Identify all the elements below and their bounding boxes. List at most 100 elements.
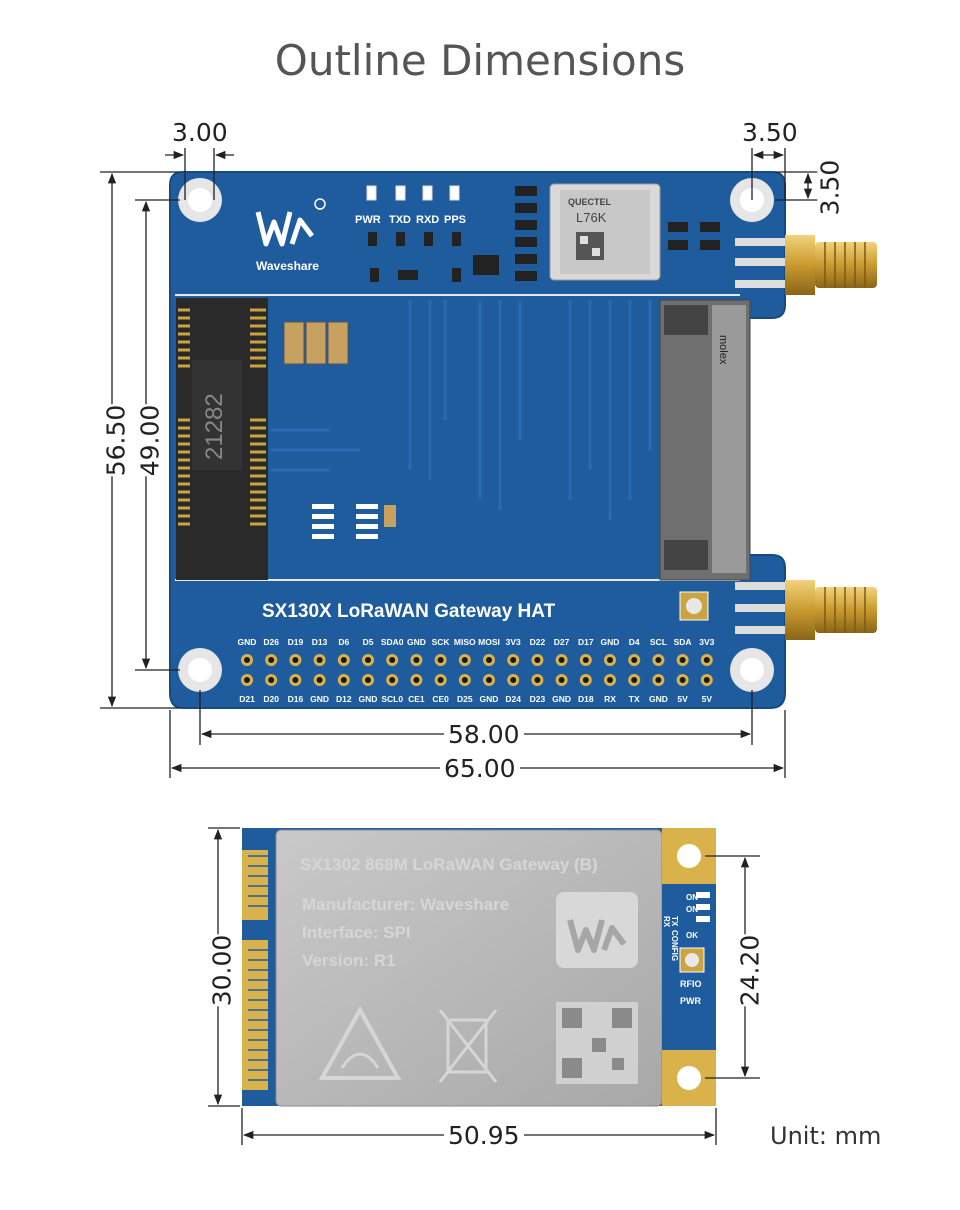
gpio-pin-hole	[389, 677, 396, 683]
gpio-label-top: D13	[312, 637, 328, 647]
gpio-pin-hole	[679, 677, 686, 683]
gpio-label-bottom: 5V	[702, 694, 713, 704]
latch-connector: molex	[659, 299, 751, 581]
gpio-pin-hole	[365, 677, 371, 683]
gpio-pin-hole	[655, 657, 662, 663]
dim-hole-offset-right: 3.50	[742, 118, 798, 147]
dim-hat-width-total: 65.00	[440, 756, 520, 781]
led-label-rxd: RXD	[416, 214, 439, 226]
unit-label: Unit: mm	[770, 1122, 882, 1150]
gpio-pin-hole	[437, 677, 444, 683]
gpio-label-top: MOSI	[478, 637, 500, 647]
gpio-pin-hole	[461, 657, 468, 663]
module-logo	[556, 892, 638, 968]
gpio-pin-hole	[437, 657, 444, 663]
gpio-pin-hole	[631, 677, 638, 683]
gpio-label-top: SDA	[674, 637, 692, 647]
waveshare-logo: Waveshare	[255, 198, 326, 273]
gpio-pin-hole	[510, 657, 517, 663]
status-leds: PWR TXD RXD PPS	[355, 185, 466, 226]
dim-hat-height-total: 56.50	[101, 404, 131, 477]
page-title: Outline Dimensions	[274, 36, 686, 85]
gpio-label-bottom: D12	[336, 694, 352, 704]
dim-hat-height-holes: 49.00	[135, 404, 165, 477]
module-side-labels: TX RX CONFIG ON ON OK RFIO PWR	[662, 892, 710, 1006]
logo-text: Waveshare	[256, 259, 319, 273]
gpio-pin-hole	[510, 677, 517, 683]
gpio-pin-hole	[340, 677, 347, 683]
module-mounting-hole	[677, 1066, 701, 1090]
dim-hole-offset-top: 3.50	[815, 159, 845, 216]
gpio-label-bottom: 5V	[677, 694, 688, 704]
gpio-label-top: D22	[530, 637, 546, 647]
mounting-hole	[178, 648, 222, 692]
gpio-label-top: SCK	[432, 637, 451, 647]
gpio-pin-hole	[655, 677, 662, 683]
gpio-label-bottom: RX	[604, 694, 616, 704]
gpio-label-top: GND	[601, 637, 620, 647]
module-manufacturer: Manufacturer: Waveshare	[302, 895, 509, 914]
gps-model: L76K	[576, 210, 607, 225]
label-ok: OK	[686, 931, 698, 940]
gpio-label-bottom: GND	[649, 694, 668, 704]
gpio-pin-hole	[244, 677, 250, 683]
lora-module: SX1302 868M LoRaWAN Gateway (B) Manufact…	[242, 828, 716, 1107]
led-label-pps: PPS	[444, 214, 466, 226]
gpio-label-top: D5	[363, 637, 374, 647]
label-rx: RX	[662, 916, 671, 928]
gpio-label-top: MISO	[454, 637, 476, 647]
gpio-label-bottom: SCL0	[381, 694, 403, 704]
label-rfio: RFIO	[680, 979, 702, 989]
hat-board: Waveshare PWR TXD RXD PPS	[169, 171, 877, 709]
esd-icon	[318, 1005, 402, 1080]
gpio-label-top: SCL	[650, 637, 667, 647]
weee-bin-icon	[438, 1009, 498, 1083]
gpio-pin-hole	[413, 677, 420, 683]
gpio-pin-hole	[679, 657, 686, 663]
gpio-label-top: D19	[288, 637, 304, 647]
gpio-header: GNDD21D26D20D19D16D13GNDD6D12D5GNDSDA0SC…	[238, 637, 715, 704]
gpio-label-bottom: TX	[629, 694, 640, 704]
module-mounting-hole	[677, 844, 701, 868]
label-pwr: PWR	[680, 996, 701, 1006]
mini-pcie-slot: 21282	[175, 294, 740, 581]
gpio-pin-hole	[365, 657, 371, 663]
gpio-pin-hole	[534, 677, 541, 683]
gps-brand: QUECTEL	[568, 197, 612, 207]
label-on-1: ON	[686, 893, 698, 902]
mounting-hole	[730, 648, 774, 692]
led-label-pwr: PWR	[355, 214, 381, 226]
gpio-pin-hole	[340, 657, 347, 663]
gpio-label-top: 3V3	[699, 637, 714, 647]
label-tx: TX	[670, 916, 679, 927]
gpio-label-bottom: D24	[505, 694, 521, 704]
gpio-label-bottom: D25	[457, 694, 473, 704]
gpio-pin-hole	[631, 657, 638, 663]
dim-module-height-total: 30.00	[207, 934, 237, 1007]
gpio-pin-hole	[316, 677, 323, 683]
gpio-label-bottom: GND	[359, 694, 378, 704]
gpio-pin-hole	[607, 657, 613, 663]
label-config: CONFIG	[670, 930, 679, 961]
label-on-2: ON	[686, 905, 698, 914]
module-version: Version: R1	[302, 951, 396, 970]
dim-hat-width-holes: 58.00	[444, 722, 524, 747]
gpio-pin-hole	[413, 657, 420, 663]
dim-module-width-total: 50.95	[444, 1123, 524, 1148]
gpio-pin-hole	[582, 657, 589, 663]
gpio-label-top: SDA0	[381, 637, 404, 647]
qr-code-icon	[556, 1002, 638, 1084]
gpio-pin-hole	[268, 657, 275, 663]
gpio-label-bottom: D21	[239, 694, 255, 704]
gpio-pin-hole	[582, 677, 589, 683]
sma-connector-top	[735, 235, 877, 295]
gpio-pin-hole	[703, 677, 710, 683]
gpio-label-bottom: GND	[552, 694, 571, 704]
ic-footprint	[312, 504, 396, 539]
gpio-pin-hole	[607, 677, 613, 683]
gpio-label-bottom: GND	[480, 694, 499, 704]
gpio-label-top: GND	[407, 637, 426, 647]
gpio-label-bottom: D23	[530, 694, 546, 704]
gpio-label-top: GND	[238, 637, 257, 647]
